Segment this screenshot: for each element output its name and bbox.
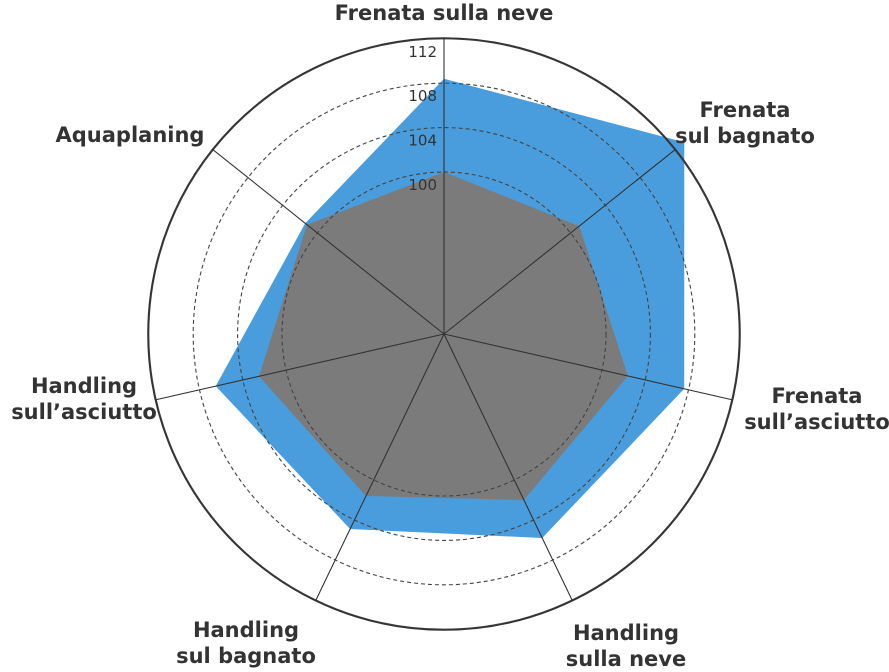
spoke-6 [155, 333, 445, 401]
tick-label-112: 112 [408, 43, 437, 61]
axis-label-line: Handling [573, 621, 679, 645]
axis-label-line: Handling [193, 618, 299, 642]
axis-label-1: Frenata sulla neve [335, 1, 554, 25]
spoke-4 [443, 333, 573, 601]
axis-label-line: Handling [31, 374, 137, 398]
axis-label-line: sulla neve [566, 647, 686, 671]
tick-label-108: 108 [408, 87, 437, 105]
axis-label-line: Frenata sulla neve [335, 1, 554, 25]
spoke-5 [315, 333, 445, 601]
spoke-7 [212, 148, 445, 335]
spokes-layer [155, 38, 733, 601]
grid-circle-104 [237, 127, 651, 541]
axis-label-7: Aquaplaning [56, 123, 205, 147]
axis-label-line: sull’asciutto [744, 410, 889, 434]
axis-label-line: sul bagnato [176, 644, 316, 668]
axis-label-line: sul bagnato [675, 124, 815, 148]
spoke-2 [443, 148, 676, 335]
tick-label-100: 100 [408, 176, 437, 194]
axis-label-line: sull’asciutto [11, 400, 157, 424]
axis-label-line: Frenata [772, 384, 863, 408]
series-layer [215, 78, 685, 539]
tick-label-104: 104 [408, 132, 437, 150]
axis-label-line: Aquaplaning [56, 123, 205, 147]
spoke-3 [443, 333, 733, 401]
grid-circle-108 [192, 82, 696, 586]
tick-labels: 100 104 108 112 [408, 43, 437, 194]
axis-label-line: Frenata [700, 98, 791, 122]
